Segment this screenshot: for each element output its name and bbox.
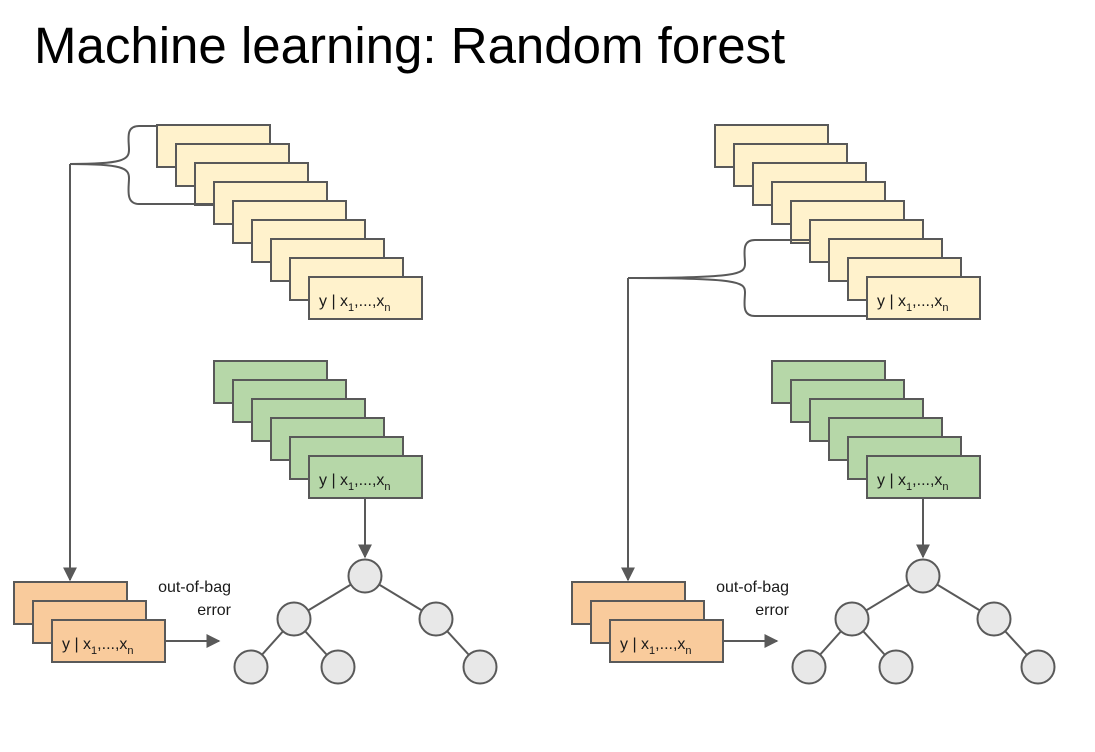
record-label: y | x1,...,xn bbox=[877, 293, 949, 314]
record-label: y | x1,...,xn bbox=[62, 636, 134, 657]
tree-node bbox=[1020, 649, 1056, 685]
bootstrap-sample-stack: y | x1,...,xn bbox=[213, 360, 423, 499]
tree-node bbox=[347, 558, 383, 594]
data-sample-card: y | x1,...,xn bbox=[308, 276, 423, 320]
record-label: y | x1,...,xn bbox=[620, 636, 692, 657]
tree-node bbox=[834, 601, 870, 637]
tree-node bbox=[976, 601, 1012, 637]
svg-text:error: error bbox=[755, 602, 789, 619]
svg-text:out-of-bag: out-of-bag bbox=[158, 579, 231, 596]
bootstrap-sample-stack: y | x1,...,xn bbox=[771, 360, 981, 499]
tree-node bbox=[905, 558, 941, 594]
data-sample-card: y | x1,...,xn bbox=[51, 619, 166, 663]
record-label: y | x1,...,xn bbox=[877, 472, 949, 493]
tree-node bbox=[320, 649, 356, 685]
tree-node bbox=[462, 649, 498, 685]
record-label: y | x1,...,xn bbox=[319, 472, 391, 493]
decision-tree bbox=[791, 558, 1056, 685]
tree-node bbox=[276, 601, 312, 637]
tree-node bbox=[233, 649, 269, 685]
data-sample-card: y | x1,...,xn bbox=[609, 619, 724, 663]
data-sample-card: y | x1,...,xn bbox=[308, 455, 423, 499]
oob-selection-brace bbox=[69, 125, 214, 205]
svg-text:error: error bbox=[197, 602, 231, 619]
oob-selection-brace bbox=[627, 239, 867, 317]
tree-node bbox=[791, 649, 827, 685]
oob-error-label: out-of-bag error bbox=[158, 579, 232, 619]
data-sample-card: y | x1,...,xn bbox=[866, 276, 981, 320]
training-data-stack: y | x1,...,xn bbox=[714, 124, 981, 320]
svg-text:out-of-bag: out-of-bag bbox=[716, 579, 789, 596]
data-sample-card: y | x1,...,xn bbox=[866, 455, 981, 499]
oob-error-label: out-of-bag error bbox=[716, 579, 790, 619]
training-data-stack: y | x1,...,xn bbox=[156, 124, 423, 320]
record-label: y | x1,...,xn bbox=[319, 293, 391, 314]
out-of-bag-stack: y | x1,...,xn bbox=[13, 581, 166, 663]
tree-node bbox=[418, 601, 454, 637]
out-of-bag-stack: y | x1,...,xn bbox=[571, 581, 724, 663]
slide-title: Machine learning: Random forest bbox=[34, 17, 786, 74]
decision-tree bbox=[233, 558, 498, 685]
tree-node bbox=[878, 649, 914, 685]
